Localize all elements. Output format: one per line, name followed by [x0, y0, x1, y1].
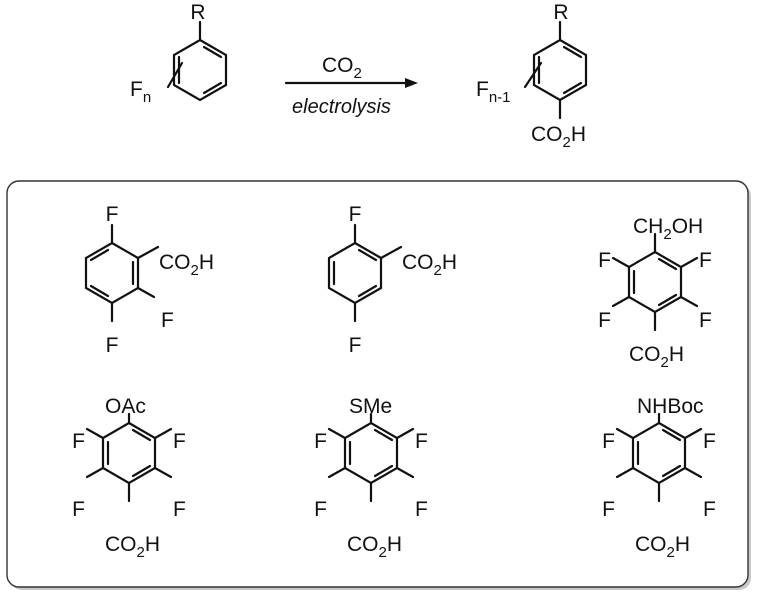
example-5-label-4: F: [415, 498, 428, 521]
example-5-structure: SMe F F F F CO2H: [314, 395, 428, 561]
reagent-co2-label: CO2: [322, 54, 362, 82]
example-5-label-6: CO2H: [347, 533, 402, 561]
example-2-label-2: CO2H: [402, 251, 457, 279]
product-structure: R Fn-1 CO2H: [476, 1, 588, 151]
example-2-label-1: F: [349, 203, 362, 226]
reactant-fluorine-label: Fn: [130, 78, 151, 106]
example-5-label-2: F: [415, 430, 428, 453]
example-2-structure: F CO2H F: [327, 203, 457, 357]
example-4-label-3: F: [72, 430, 85, 453]
example-6-label-2: F: [703, 430, 716, 453]
example-1-label-3: F: [161, 309, 174, 332]
example-4-label-5: F: [72, 498, 85, 521]
example-6-label-6: CO2H: [635, 533, 690, 561]
example-1-label-1: F: [106, 203, 119, 226]
example-4-structure: OAc F F F F CO2H: [72, 395, 186, 561]
example-3-label-5: F: [598, 309, 611, 332]
example-1-label-2: CO2H: [159, 251, 214, 279]
example-6-label-4: F: [703, 498, 716, 521]
example-3-label-3: F: [598, 249, 611, 272]
example-6-label-1: NHBoc: [637, 395, 704, 418]
example-3-structure: CH2OH F F F F CO2H: [598, 215, 712, 371]
example-6-label-3: F: [602, 430, 615, 453]
product-substituent-label: R: [553, 1, 568, 24]
example-3-label-1: CH2OH: [633, 215, 703, 243]
example-6-label-5: F: [602, 498, 615, 521]
reaction-arrow: CO2 electrolysis: [284, 54, 418, 118]
examples-box: [6, 180, 749, 588]
example-5-label-3: F: [314, 430, 327, 453]
example-3-label-6: CO2H: [629, 343, 684, 371]
product-fluorine-label: Fn-1: [476, 78, 511, 106]
example-1-structure: F CO2H F F: [84, 203, 214, 357]
example-4-label-1: OAc: [105, 395, 146, 418]
reagent-electrolysis-label: electrolysis: [292, 96, 391, 118]
example-5-label-5: F: [314, 498, 327, 521]
example-2-label-3: F: [349, 334, 362, 357]
example-4-label-2: F: [173, 430, 186, 453]
product-acid-label: CO2H: [531, 123, 586, 151]
reactant-substituent-label: R: [190, 1, 205, 24]
example-1-label-4: F: [106, 334, 119, 357]
example-3-label-4: F: [699, 309, 712, 332]
example-6-structure: NHBoc F F F F CO2H: [602, 395, 716, 561]
example-5-label-1: SMe: [349, 395, 392, 418]
reactant-structure: R Fn: [130, 1, 228, 106]
example-4-label-6: CO2H: [105, 533, 160, 561]
example-3-label-2: F: [699, 249, 712, 272]
example-4-label-4: F: [173, 498, 186, 521]
